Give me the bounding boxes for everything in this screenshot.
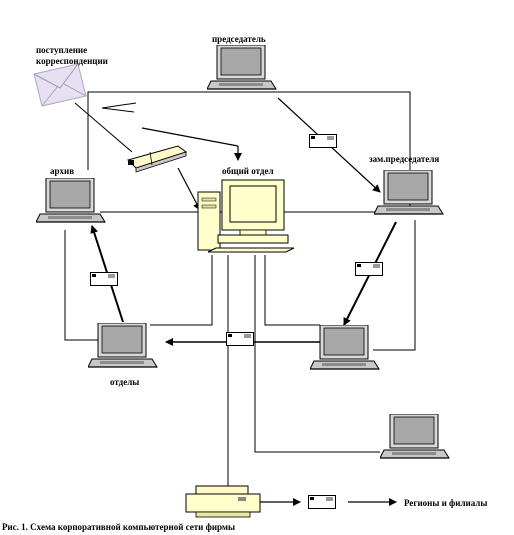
envelope-small-icon xyxy=(90,272,118,286)
printer-icon xyxy=(185,485,261,518)
desktop-computer-icon xyxy=(197,179,295,253)
laptop-right-icon xyxy=(310,325,380,370)
label-general-dept: общий отдел xyxy=(222,166,274,176)
laptop-vice-chairman-icon xyxy=(374,170,444,215)
envelope-small-icon xyxy=(309,134,337,148)
label-regions: Регионы и филиалы xyxy=(404,498,488,508)
label-mail-line1: поступление xyxy=(36,45,88,55)
mail-envelope-icon xyxy=(33,63,87,107)
scanner-icon xyxy=(127,145,188,173)
label-archive: архив xyxy=(50,166,75,176)
network-lines xyxy=(64,91,416,488)
laptop-archive-icon xyxy=(36,178,106,223)
envelope-small-icon xyxy=(226,332,254,346)
laptop-regional-icon xyxy=(380,414,450,459)
label-chairman: председатель xyxy=(212,34,266,44)
figure-caption: Рис. 1. Схема корпоративной компьютерной… xyxy=(2,522,236,532)
envelope-small-icon xyxy=(355,262,383,276)
label-mail-line2: корреспонденции xyxy=(36,56,108,66)
laptop-departments-icon xyxy=(88,323,158,368)
label-departments: отделы xyxy=(110,377,140,387)
label-vice-chairman: зам.председателя xyxy=(369,154,440,164)
laptop-chairman-icon xyxy=(207,45,277,90)
envelope-small-icon xyxy=(308,495,336,509)
